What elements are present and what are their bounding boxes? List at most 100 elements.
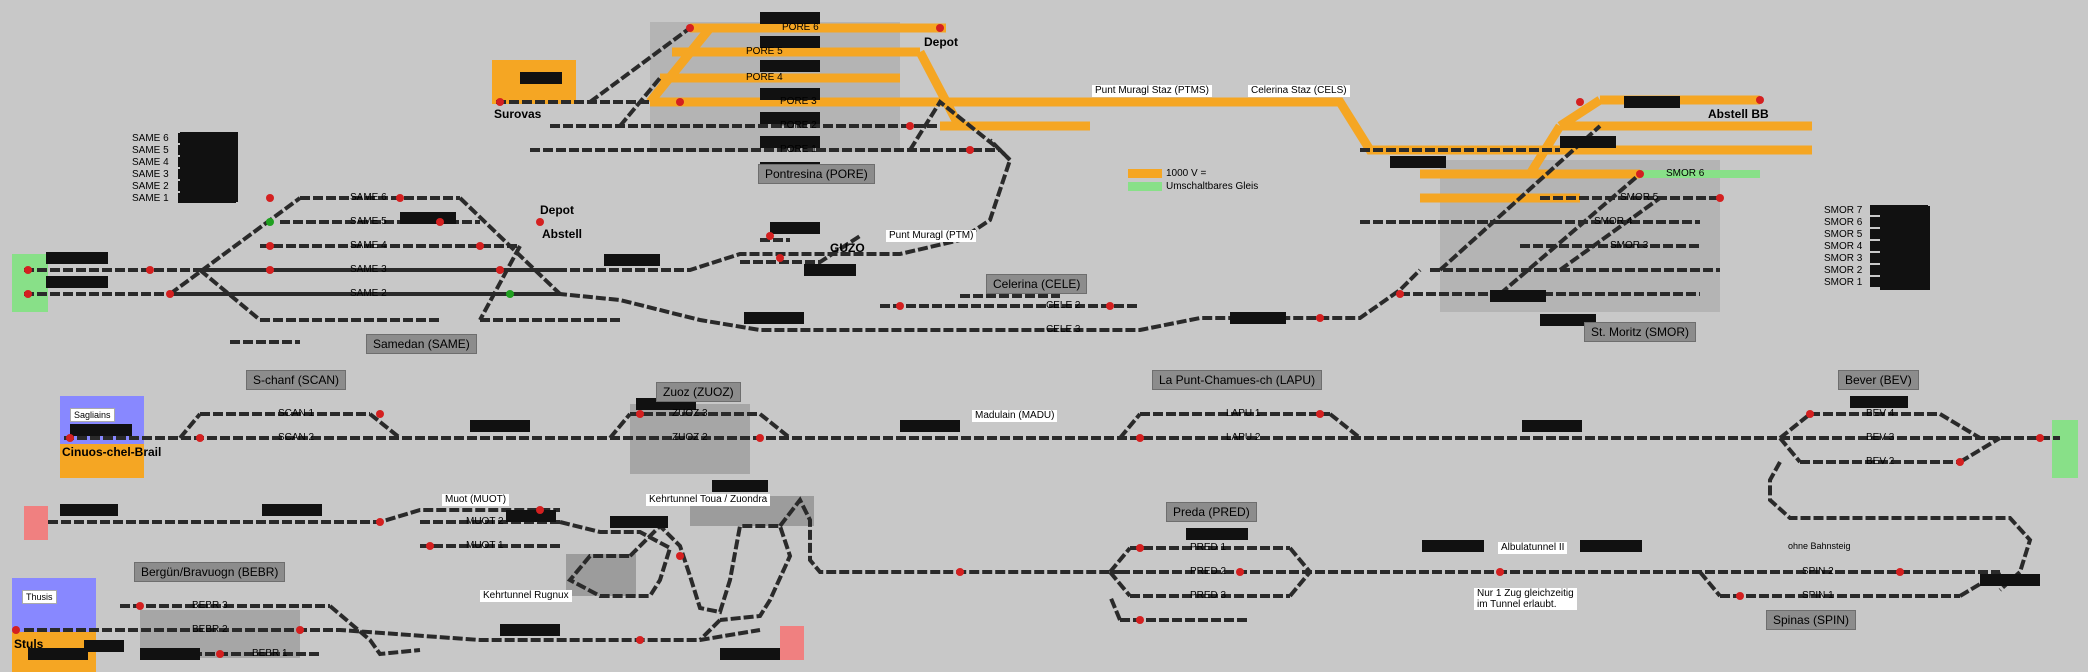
station-smor[interactable]: St. Moritz (SMOR) bbox=[1584, 322, 1696, 342]
track-toua bbox=[628, 523, 793, 622]
same-list-label: SAME 3 bbox=[132, 168, 169, 180]
track-label-bev3: BEV 3 bbox=[1866, 432, 1895, 443]
station-cele[interactable]: Celerina (CELE) bbox=[986, 274, 1088, 294]
same-fan-left bbox=[168, 196, 302, 322]
same-list-label: SAME 5 bbox=[132, 144, 169, 156]
smor-list-block bbox=[1870, 229, 1928, 239]
track-label-same5: SAME 5 bbox=[350, 216, 387, 227]
legend-1000v-label: 1000 V = bbox=[1166, 168, 1207, 179]
smor-list-item[interactable]: SMOR 5 bbox=[1824, 228, 1928, 240]
track-label-bev2: BEV 2 bbox=[1866, 456, 1895, 467]
track-label-bev4: BEV 4 bbox=[1866, 408, 1895, 419]
same-list-block bbox=[178, 145, 236, 155]
label-madu: Madulain (MADU) bbox=[972, 410, 1058, 422]
track-label-pore2: PORE 2 bbox=[780, 120, 817, 131]
track-label-bebr1: BEBR 1 bbox=[252, 648, 288, 659]
track-label-same3: SAME 3 bbox=[350, 264, 387, 275]
label-kehrtunnel-toua: Kehrtunnel Toua / Zuondra bbox=[646, 494, 771, 506]
bebr-red-area bbox=[780, 626, 804, 660]
track-label-pred3: PRED 3 bbox=[1190, 590, 1227, 601]
same-list-block bbox=[178, 193, 236, 203]
track-label-scan2: SCAN 2 bbox=[278, 432, 315, 443]
track-label-pore3: PORE 3 bbox=[780, 96, 817, 107]
smor-list-item[interactable]: SMOR 3 bbox=[1824, 252, 1928, 264]
track-label-muot1: MUOT 1 bbox=[466, 540, 504, 551]
label-albulatunnel: Albulatunnel II bbox=[1498, 542, 1568, 554]
track-label-cele3: CELE 3 bbox=[1046, 324, 1081, 335]
track-label-same2: SAME 2 bbox=[350, 288, 387, 299]
station-scan[interactable]: S-chanf (SCAN) bbox=[246, 370, 347, 390]
place-guzo: GUZO bbox=[830, 241, 865, 255]
track-rugnux bbox=[559, 520, 673, 598]
same-list-item[interactable]: SAME 6 bbox=[132, 132, 236, 144]
track-label-spin1: SPIN 1 bbox=[1802, 590, 1834, 601]
smor-track-list: SMOR 7 SMOR 6 SMOR 5 SMOR 4 SMOR 3 SMOR … bbox=[1824, 204, 1928, 288]
label-ptms: Punt Muragl Staz (PTMS) bbox=[1092, 85, 1212, 97]
smor-grey bbox=[1440, 160, 1720, 312]
main-tracks bbox=[24, 26, 2060, 657]
station-spin[interactable]: Spinas (SPIN) bbox=[1766, 610, 1857, 630]
label-thusis: Thusis bbox=[22, 590, 57, 604]
orange-fan bbox=[646, 25, 964, 131]
legend-switchable-swatch bbox=[1128, 182, 1162, 191]
same-list-item[interactable]: SAME 3 bbox=[132, 168, 236, 180]
same-fan-right bbox=[458, 196, 562, 321]
smor-list-block bbox=[1870, 241, 1928, 251]
same-list-label: SAME 6 bbox=[132, 132, 169, 144]
place-abstell-same: Abstell bbox=[542, 227, 583, 241]
label-cels: Celerina Staz (CELS) bbox=[1248, 85, 1350, 97]
place-surovas: Surovas bbox=[494, 107, 542, 121]
station-same[interactable]: Samedan (SAME) bbox=[366, 334, 477, 354]
track-label-smor6: SMOR 6 bbox=[1666, 168, 1705, 179]
same-list-item[interactable]: SAME 5 bbox=[132, 144, 236, 156]
legend-switchable: Umschaltbares Gleis bbox=[1128, 181, 1258, 192]
ac-1000v-tracks bbox=[646, 23, 1812, 203]
station-zuoz[interactable]: Zuoz (ZUOZ) bbox=[656, 382, 741, 402]
same-list-item[interactable]: SAME 1 bbox=[132, 192, 236, 204]
smor-list-item[interactable]: SMOR 1 bbox=[1824, 276, 1928, 288]
station-pred[interactable]: Preda (PRED) bbox=[1166, 502, 1257, 522]
place-abstell-bb: Abstell BB bbox=[1708, 107, 1769, 121]
place-cinuos: Cinuos-chel-Brail bbox=[62, 445, 162, 459]
track-bev-loop bbox=[1768, 461, 2033, 592]
left-switchable-area bbox=[12, 254, 48, 312]
same-list-item[interactable]: SAME 4 bbox=[132, 156, 236, 168]
track-label-pore4: PORE 4 bbox=[746, 72, 783, 83]
smor-list-item[interactable]: SMOR 2 bbox=[1824, 264, 1928, 276]
row2-fans bbox=[178, 412, 2002, 464]
track-label-pred2: PRED 2 bbox=[1190, 566, 1227, 577]
place-depot-pore: Depot bbox=[924, 35, 958, 49]
track-label-smor5: SMOR 5 bbox=[1620, 192, 1659, 203]
track-label-pore6: PORE 6 bbox=[782, 22, 819, 33]
smor-list-item[interactable]: SMOR 4 bbox=[1824, 240, 1928, 252]
station-bebr[interactable]: Bergün/Bravuogn (BEBR) bbox=[134, 562, 286, 582]
track-label-zuoz3: ZUOZ 3 bbox=[672, 408, 708, 419]
track-label-muot2: MUOT 2 bbox=[466, 516, 504, 527]
station-bev[interactable]: Bever (BEV) bbox=[1838, 370, 1919, 390]
pred-fans bbox=[1108, 546, 1312, 621]
station-pore[interactable]: Pontresina (PORE) bbox=[758, 164, 875, 184]
tunnel-note-line-2: im Tunnel erlaubt. bbox=[1477, 599, 1557, 610]
smor-list-block bbox=[1870, 253, 1928, 263]
track-label-lapu2: LAPU 2 bbox=[1226, 432, 1261, 443]
track-label-bebr2: BEBR 2 bbox=[192, 624, 228, 635]
track-zuondra bbox=[778, 496, 1120, 574]
track-same-lower bbox=[24, 268, 1422, 332]
smor-list-item[interactable]: SMOR 6 bbox=[1824, 216, 1928, 228]
track-guzo bbox=[740, 234, 862, 264]
legend-switchable-label: Umschaltbares Gleis bbox=[1166, 181, 1259, 192]
spin-fans bbox=[1698, 570, 2002, 598]
right-switchable-area bbox=[2052, 420, 2078, 478]
place-depot-same: Depot bbox=[540, 203, 574, 217]
track-label-pred1: PRED 1 bbox=[1190, 542, 1227, 553]
muot-red-area bbox=[24, 506, 48, 540]
smor-list-item[interactable]: SMOR 7 bbox=[1824, 204, 1928, 216]
track-muot-line bbox=[48, 508, 560, 524]
station-lapu[interactable]: La Punt-Chamues-ch (LAPU) bbox=[1152, 370, 1323, 390]
track-label-smor4: SMOR 4 bbox=[1594, 216, 1633, 227]
smor-list-label: SMOR 4 bbox=[1824, 240, 1863, 252]
same-list-label: SAME 1 bbox=[132, 192, 169, 204]
same-list-item[interactable]: SAME 2 bbox=[132, 180, 236, 192]
